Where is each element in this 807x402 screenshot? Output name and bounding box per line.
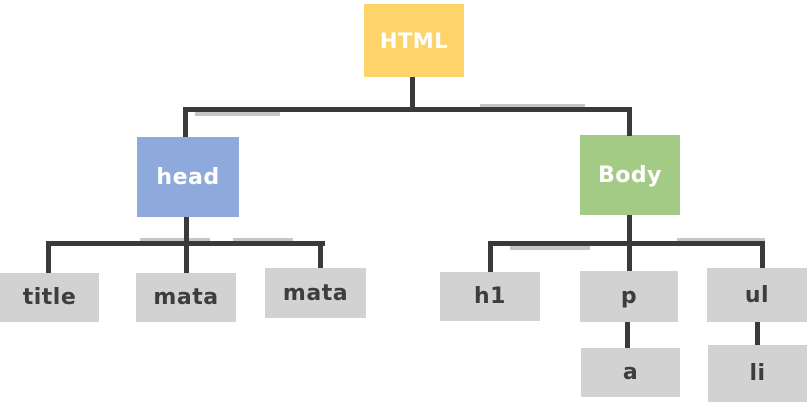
node-p: p (580, 271, 678, 322)
node-title: title (0, 273, 99, 322)
edge-p-to-a (625, 322, 630, 348)
edge-body-children (488, 241, 765, 246)
edge-html-stem (410, 77, 415, 111)
node-a: a (581, 348, 680, 397)
edge-html-children (183, 107, 632, 112)
node-head: head (137, 137, 239, 217)
node-mata-1: mata (136, 273, 236, 322)
edge-to-mata-1 (184, 244, 189, 273)
sketch-stroke (480, 104, 585, 108)
node-h1: h1 (440, 272, 540, 321)
edge-to-p (627, 244, 632, 271)
edge-head-children (46, 241, 325, 246)
edge-to-body (627, 110, 632, 136)
edge-to-title (46, 244, 51, 273)
edge-head-stem (184, 217, 189, 245)
edge-to-h1 (488, 244, 493, 272)
edge-to-mata-2 (318, 244, 323, 268)
node-body: Body (580, 135, 680, 215)
sketch-stroke (195, 112, 280, 116)
node-ul: ul (707, 268, 807, 322)
sketch-stroke (140, 238, 210, 242)
node-mata-2: mata (265, 268, 366, 318)
sketch-stroke (510, 246, 590, 250)
sketch-stroke (233, 238, 293, 242)
node-html: HTML (364, 4, 464, 77)
node-li: li (708, 345, 807, 402)
edge-body-stem (627, 215, 632, 243)
sketch-stroke (677, 238, 765, 242)
edge-ul-to-li (755, 322, 760, 345)
edge-to-head (183, 110, 188, 137)
edge-to-ul (760, 244, 765, 268)
